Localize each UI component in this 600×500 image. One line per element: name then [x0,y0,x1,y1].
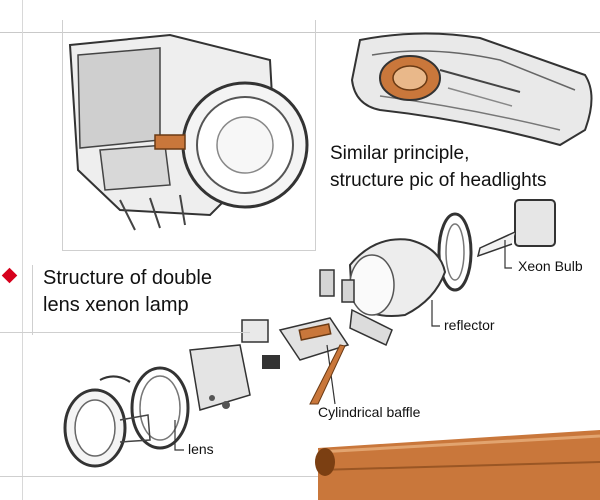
xeon-bulb-label: Xeon Bulb [518,258,583,274]
projector-illustration-frame [62,20,316,251]
section-title-underline [0,332,250,333]
exploded-lamp-parts [63,199,556,468]
headlight-assembly-illustration [350,32,593,147]
lens-holder-part [99,366,190,450]
section-title: Structure of double lens xenon lamp [32,265,243,335]
bulb-retaining-ring [437,212,473,292]
top-divider [0,32,600,33]
cylindrical-baffle-closeup [309,344,600,500]
lens-label: lens [188,441,214,457]
headlight-caption: Similar principle, structure pic of head… [330,140,547,194]
projector-lens-part [63,388,151,468]
bottom-divider [0,476,600,477]
reflector-bowl-part [348,238,447,347]
headlight-caption-line2: structure pic of headlights [330,170,547,191]
left-divider [22,0,23,500]
section-title-line1: Structure of double [43,267,212,289]
cylindrical-baffle-label: Cylindrical baffle [318,404,421,420]
headlight-caption-line1: Similar principle, [330,143,470,164]
reflector-label: reflector [444,317,495,333]
projector-module-illustration [68,33,309,231]
shutter-assembly-part [189,319,280,411]
xenon-bulb-part [476,199,556,258]
baffle-bracket-part [278,269,355,361]
section-title-line2: lens xenon lamp [43,294,189,316]
